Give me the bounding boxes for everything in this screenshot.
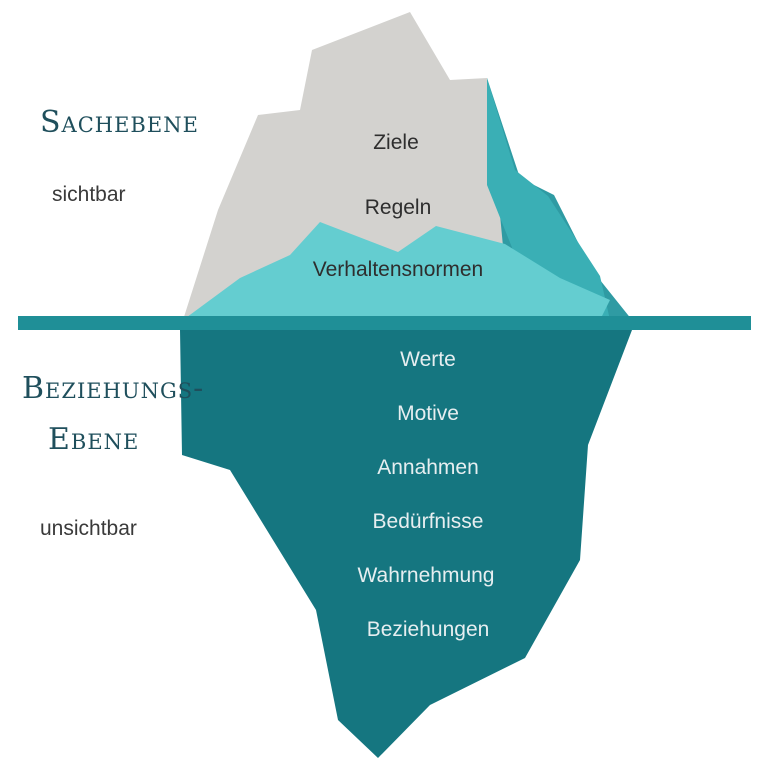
item-regeln: Regeln [364, 196, 432, 219]
label-sichtbar: sichtbar [52, 183, 126, 206]
item-beduerfnisse: Bedürfnisse [372, 510, 484, 533]
item-ziele: Ziele [373, 131, 419, 154]
heading-ebene: Ebene [48, 422, 140, 457]
heading-sachebene: Sachebene [40, 105, 199, 140]
waterline [18, 316, 751, 330]
item-annahmen: Annahmen [377, 456, 479, 479]
heading-beziehungs: Beziehungs- [22, 371, 205, 406]
item-motive: Motive [397, 402, 459, 425]
label-unsichtbar: unsichtbar [40, 517, 137, 540]
iceberg-underwater [180, 330, 632, 758]
item-beziehungen: Beziehungen [366, 618, 490, 641]
item-wahrnehmung: Wahrnehmung [357, 564, 495, 587]
item-verhaltensnormen: Verhaltensnormen [312, 258, 484, 281]
item-werte: Werte [400, 348, 456, 371]
iceberg-band-light-teal [183, 222, 610, 320]
